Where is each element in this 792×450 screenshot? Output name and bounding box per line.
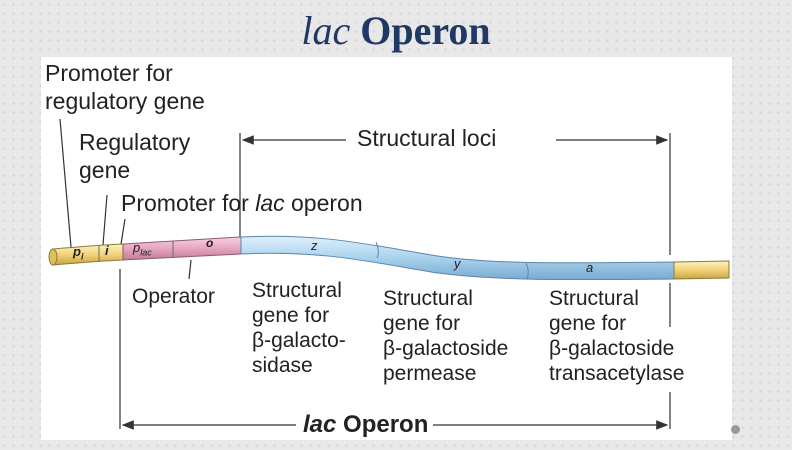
label-promoter-lac-operon: Promoter for lac operon [121,190,363,216]
segment-pi [52,243,124,266]
pointer-regulatory-gene [102,194,108,246]
label-lac-operon: lac Operon [303,411,429,438]
tube-end-cap [48,248,58,266]
segment-label-i: i [105,243,109,258]
segment-terminal [673,260,730,280]
segment-label-y: y [454,256,461,271]
divider-y-a [525,262,529,280]
slide-title: lac Operon [0,6,792,56]
label-structural-loci: Structural loci [357,125,497,151]
pointer-promoter-regulatory [59,118,72,248]
divider-z-y [375,241,379,259]
pointer-operator [188,259,192,280]
pointer-promoter-lac [120,218,126,245]
segment-label-z: z [311,238,318,253]
segment-label-pi: pi [73,244,84,262]
title-italic-lac: lac [301,8,351,53]
operon-diagram-graphic [48,118,730,430]
label-operator: Operator [132,285,215,308]
title-operon: Operon [350,8,491,53]
slide-bullet-dot [731,425,740,434]
segment-label-a: a [586,260,594,275]
segment-label-plac: plac [133,240,152,258]
segment-label-o: o [206,236,214,250]
